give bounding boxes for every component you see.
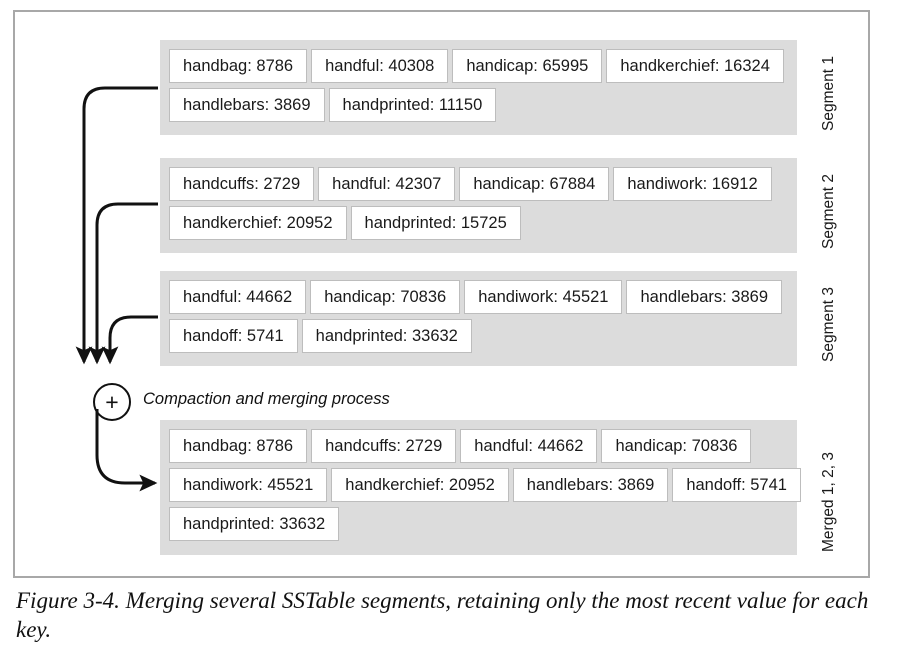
- kv-cell: handlebars: 3869: [512, 468, 669, 502]
- segment-3-row-1: handful: 44662 handicap: 70836 handiwork…: [169, 280, 783, 314]
- kv-cell: handful: 42307: [318, 167, 456, 201]
- merged-row-2: handiwork: 45521 handkerchief: 20952 han…: [169, 468, 801, 502]
- merged-rows: handbag: 8786 handcuffs: 2729 handful: 4…: [169, 429, 801, 541]
- segment-band-3: handful: 44662 handicap: 70836 handiwork…: [160, 271, 797, 366]
- kv-cell: handprinted: 33632: [169, 507, 340, 541]
- merge-node: +: [93, 383, 131, 421]
- merged-band: handbag: 8786 handcuffs: 2729 handful: 4…: [160, 420, 801, 555]
- kv-cell: handcuffs: 2729: [169, 167, 315, 201]
- segment-2-row-1: handcuffs: 2729 handful: 42307 handicap:…: [169, 167, 772, 201]
- kv-cell: handbag: 8786: [169, 49, 308, 83]
- segment-label-2: Segment 2: [820, 174, 837, 249]
- kv-cell: handlebars: 3869: [626, 280, 783, 314]
- kv-cell: handicap: 70836: [601, 429, 752, 463]
- kv-cell: handiwork: 16912: [613, 167, 772, 201]
- kv-cell: handprinted: 15725: [350, 206, 521, 240]
- kv-cell: handiwork: 45521: [464, 280, 623, 314]
- figure-caption: Figure 3-4. Merging several SSTable segm…: [16, 588, 869, 642]
- kv-cell: handful: 44662: [169, 280, 307, 314]
- kv-cell: handicap: 70836: [310, 280, 461, 314]
- kv-cell: handicap: 67884: [459, 167, 610, 201]
- segment-1-row-2: handlebars: 3869 handprinted: 11150: [169, 88, 784, 122]
- merged-row-1: handbag: 8786 handcuffs: 2729 handful: 4…: [169, 429, 801, 463]
- kv-cell: handful: 40308: [311, 49, 449, 83]
- kv-cell: handful: 44662: [460, 429, 598, 463]
- segment-1-row-1: handbag: 8786 handful: 40308 handicap: 6…: [169, 49, 784, 83]
- kv-cell: handbag: 8786: [169, 429, 308, 463]
- kv-cell: handoff: 5741: [169, 319, 298, 353]
- segment-3-rows: handful: 44662 handicap: 70836 handiwork…: [169, 280, 783, 353]
- segment-band-2: handcuffs: 2729 handful: 42307 handicap:…: [160, 158, 797, 253]
- kv-cell: handkerchief: 20952: [331, 468, 509, 502]
- segment-label-3: Segment 3: [820, 287, 837, 362]
- kv-cell: handoff: 5741: [672, 468, 801, 502]
- merged-row-3: handprinted: 33632: [169, 507, 801, 541]
- kv-cell: handlebars: 3869: [169, 88, 325, 122]
- segment-1-rows: handbag: 8786 handful: 40308 handicap: 6…: [169, 49, 784, 122]
- segment-2-rows: handcuffs: 2729 handful: 42307 handicap:…: [169, 167, 772, 240]
- plus-icon: +: [105, 388, 119, 415]
- segment-band-1: handbag: 8786 handful: 40308 handicap: 6…: [160, 40, 797, 135]
- kv-cell: handkerchief: 20952: [169, 206, 347, 240]
- kv-cell: handcuffs: 2729: [311, 429, 457, 463]
- kv-cell: handprinted: 33632: [301, 319, 472, 353]
- merged-label: Merged 1, 2, 3: [820, 452, 837, 552]
- segment-3-row-2: handoff: 5741 handprinted: 33632: [169, 319, 782, 353]
- kv-cell: handkerchief: 16324: [606, 49, 784, 83]
- kv-cell: handprinted: 11150: [328, 88, 497, 122]
- merge-process-label: Compaction and merging process: [143, 390, 390, 408]
- segment-2-row-2: handkerchief: 20952 handprinted: 15725: [169, 206, 772, 240]
- segment-label-1: Segment 1: [820, 56, 837, 131]
- kv-cell: handiwork: 45521: [169, 468, 328, 502]
- kv-cell: handicap: 65995: [452, 49, 603, 83]
- figure-frame: handbag: 8786 handful: 40308 handicap: 6…: [13, 10, 870, 578]
